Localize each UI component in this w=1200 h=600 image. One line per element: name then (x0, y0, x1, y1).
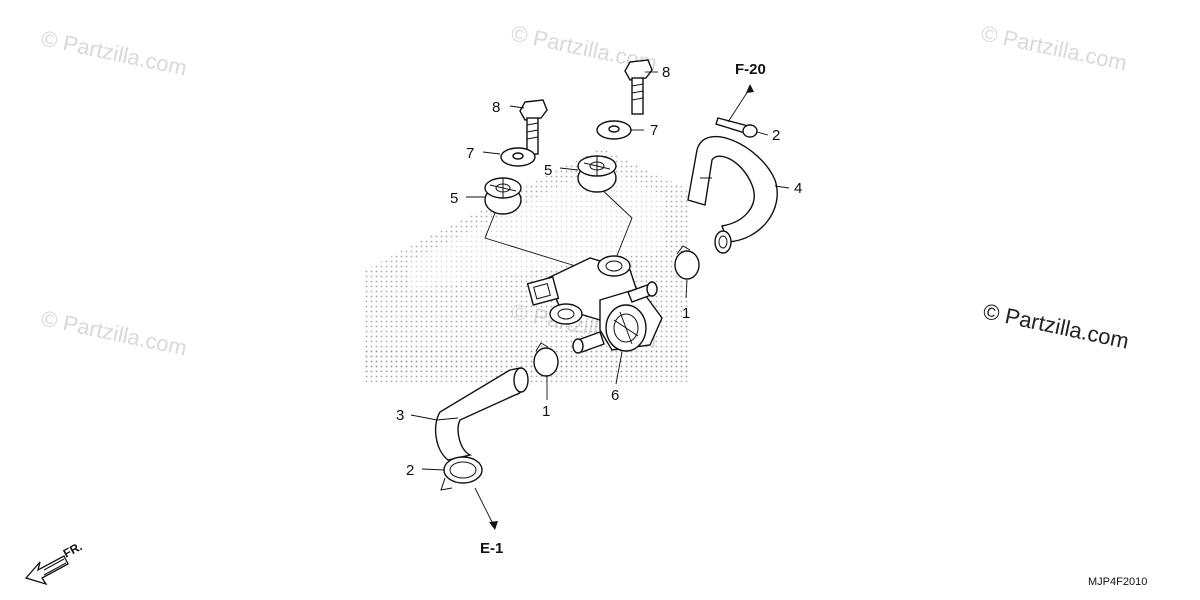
callout-2-bottom: 2 (406, 462, 414, 479)
callout-1-right: 1 (682, 305, 690, 322)
callout-leaders (410, 71, 790, 471)
upper-hose (687, 135, 778, 254)
callout-7-left: 7 (466, 145, 474, 162)
bolt-left (519, 99, 548, 155)
callout-3: 3 (396, 407, 404, 424)
diagram-code: MJP4F2010 (1088, 576, 1147, 588)
watermark-top-right: © Partzilla.com (979, 20, 1129, 75)
air-injection-valve (526, 255, 663, 354)
grommet-left (484, 177, 522, 215)
callout-labels: 8 8 7 7 5 5 2 4 1 1 6 3 2 (396, 64, 802, 479)
watermark-mid-left: © Partzilla.com (39, 305, 189, 360)
clamp-bottom-2 (440, 456, 483, 491)
reference-f20: F-20 (735, 61, 766, 78)
reference-e1: E-1 (480, 540, 503, 557)
background-logo (365, 148, 690, 382)
front-direction-indicator: FR. (24, 539, 84, 586)
assembly-leader-lines (484, 185, 633, 269)
watermark-mid-right: © Partzilla.com (981, 298, 1131, 353)
callout-8-right: 8 (662, 64, 670, 81)
reference-arrows (474, 84, 754, 530)
callout-4: 4 (794, 180, 802, 197)
clamp-right-1 (674, 245, 700, 280)
washer-left (500, 147, 536, 167)
callout-5-left: 5 (450, 190, 458, 207)
washer-right (596, 120, 632, 140)
clamp-left-1 (533, 342, 559, 377)
callout-7-right: 7 (650, 122, 658, 139)
bolt-right (624, 59, 653, 115)
callout-2-top: 2 (772, 127, 780, 144)
callout-8-left: 8 (492, 99, 500, 116)
callout-5-right: 5 (544, 162, 552, 179)
callout-6: 6 (611, 387, 619, 404)
callout-1-left: 1 (542, 403, 550, 420)
watermark-top-left: © Partzilla.com (39, 25, 189, 80)
clamp-top-2 (715, 117, 758, 138)
lower-hose (434, 367, 529, 461)
grommet-right (577, 155, 617, 193)
